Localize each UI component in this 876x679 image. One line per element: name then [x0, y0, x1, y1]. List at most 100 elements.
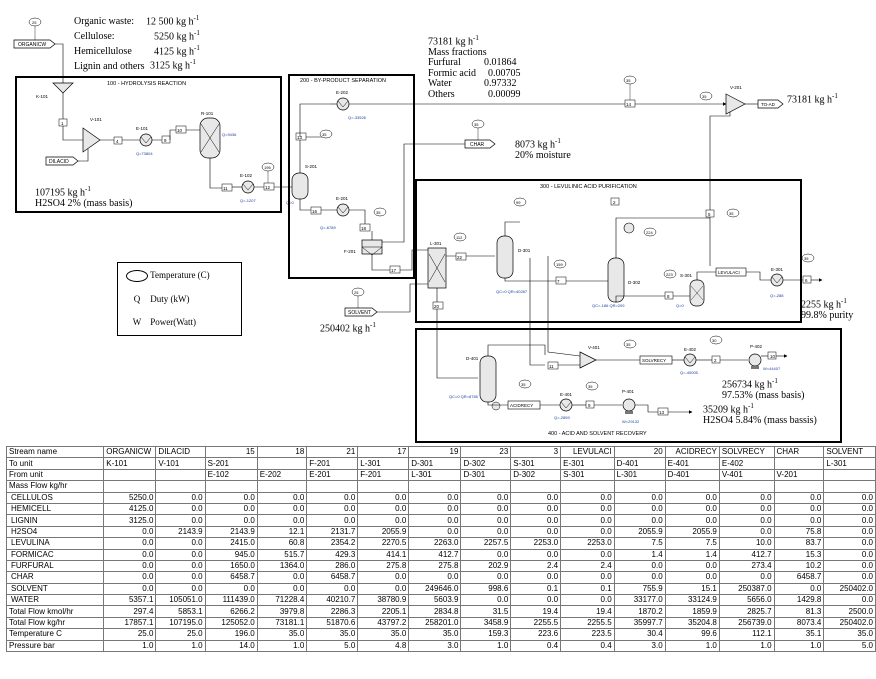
table-cell: 0.0 [823, 491, 876, 504]
svg-text:SOLVRECY: SOLVRECY [642, 358, 666, 363]
svg-text:20: 20 [434, 304, 440, 309]
table-cell: 107195.0 [155, 616, 206, 630]
svg-text:S-301: S-301 [680, 273, 693, 278]
stream-block-to-ad[interactable]: TO-AD [757, 99, 784, 109]
unit-d302-column[interactable]: D-302 QC=-186 QR=209 [592, 257, 641, 308]
table-cell: 412.7 [408, 548, 462, 561]
table-cell: 0.0 [357, 514, 410, 527]
svg-text:10: 10 [177, 128, 183, 133]
table-cell [718, 480, 775, 493]
table-cell: 31.5 [460, 605, 512, 618]
table-cell: 2143.9 [155, 525, 206, 539]
svg-text:V-201: V-201 [730, 85, 742, 90]
table-cell: 38780.9 [357, 594, 410, 607]
svg-text:Q=-2859: Q=-2859 [554, 415, 570, 420]
stream-block-char[interactable]: CHAR [464, 139, 496, 149]
table-cell: 0.0 [664, 559, 720, 573]
table-cell: L-301 [408, 468, 462, 482]
table-cell: 8073.4 [773, 616, 825, 630]
table-cell: 35.1 [773, 628, 825, 641]
table-cell [408, 480, 462, 493]
table-cell: 412.7 [718, 548, 775, 561]
table-cell: 0.0 [560, 594, 615, 607]
table-cell: 35.0 [408, 628, 462, 641]
table-cell: 0.0 [718, 514, 775, 527]
stream-block-dilacid[interactable]: DILACID [45, 156, 79, 166]
table-cell: 0.0 [357, 582, 410, 596]
table-cell: 0.0 [103, 525, 157, 539]
feed-composition: Organic waste:12 500 kg h-1 Cellulose:52… [74, 14, 200, 72]
area-300-title: 300 - LEVULINIC ACID PURIFICATION [540, 184, 637, 190]
table-cell: 0.0 [510, 594, 562, 607]
unit-p402-pump[interactable]: P-402 W=44407 [748, 344, 781, 371]
acid-flow-label: 35209 kg h-1 H2SO4 5.84% (mass bassis) [703, 402, 817, 426]
dilacid-flow-label: 107195 kg h-1 H2SO4 2% (mass basis) [35, 185, 133, 209]
table-cell: 3.0 [613, 639, 666, 653]
legend-power: Power(Watt) [150, 317, 197, 327]
legend-power-symbol: W [132, 317, 142, 327]
table-cell: 6458.7 [306, 571, 359, 584]
table-cell: 0.0 [460, 548, 512, 561]
unit-mixer-to-ad[interactable]: V-201 [725, 85, 746, 115]
table-cell: 0.0 [613, 491, 666, 504]
unit-l301-extractor[interactable]: L-301 [427, 241, 447, 289]
row-label: CELLULOS [5, 491, 105, 504]
temperature-value: 25 [32, 20, 37, 25]
svg-text:E-201: E-201 [336, 196, 349, 201]
table-cell: 0.0 [823, 525, 876, 539]
table-cell: 0.0 [773, 582, 825, 596]
table-cell: L-301 [357, 457, 410, 470]
svg-text:2: 2 [613, 200, 616, 205]
table-cell: 2.4 [510, 559, 562, 573]
stream-block-solvent[interactable]: SOLVENT [344, 307, 378, 317]
unit-e301-cooler[interactable]: E-301 Q=-288 [770, 267, 784, 298]
row-label: Pressure bar [5, 639, 105, 653]
svg-text:1: 1 [61, 121, 64, 126]
svg-text:35: 35 [376, 210, 381, 215]
table-cell: 249646.0 [408, 582, 462, 596]
table-cell: 2255.5 [510, 616, 562, 630]
table-cell: 0.0 [408, 491, 462, 504]
area-300-box [415, 179, 802, 323]
table-cell: E-301 [560, 457, 615, 470]
svg-text:D-301: D-301 [518, 248, 531, 253]
stream-line-organicw [55, 43, 64, 83]
table-cell: 0.4 [560, 639, 615, 653]
table-cell: 0.1 [560, 582, 615, 596]
unit-v401-mixer[interactable]: V-401 [579, 345, 600, 369]
table-cell: D-301 [408, 457, 462, 470]
stream-block-organicw[interactable]: ORGANICW [13, 39, 56, 49]
table-cell: 286.0 [306, 559, 359, 573]
unit-r101-reactor[interactable]: R-101 Q=9436 [199, 111, 237, 159]
table-cell: 0.0 [823, 514, 876, 527]
table-cell: 5250.0 [103, 491, 157, 504]
svg-text:P-401: P-401 [622, 389, 635, 394]
unit-p401-pump[interactable]: P-401 W=29132 [622, 389, 640, 424]
row-label: LIGNIN [5, 514, 105, 527]
table-cell [560, 480, 615, 493]
area-200-box [288, 74, 415, 279]
svg-text:Q=-288: Q=-288 [770, 293, 784, 298]
table-cell: 0.0 [664, 502, 720, 516]
table-cell: 6458.7 [773, 571, 825, 584]
area-400-title: 400 - ACID AND SOLVENT RECOVERY [548, 431, 647, 437]
unit-s301-separator[interactable]: S-301 Q=0 [676, 273, 705, 308]
table-cell: 1429.8 [773, 594, 825, 607]
table-cell: 0.0 [613, 514, 666, 527]
table-cell: E-201 [306, 468, 359, 482]
table-cell: 0.0 [664, 491, 720, 504]
table-cell: 75.8 [773, 525, 825, 539]
svg-text:Q=-40005: Q=-40005 [680, 370, 699, 375]
table-cell: 0.0 [204, 582, 258, 596]
table-cell: 0.0 [155, 502, 206, 516]
svg-text:W=29132: W=29132 [622, 419, 640, 424]
svg-text:CHAR: CHAR [470, 142, 485, 148]
svg-text:R-101: R-101 [201, 111, 214, 116]
table-cell: 0.0 [357, 502, 410, 516]
table-cell: 0.0 [256, 491, 308, 504]
